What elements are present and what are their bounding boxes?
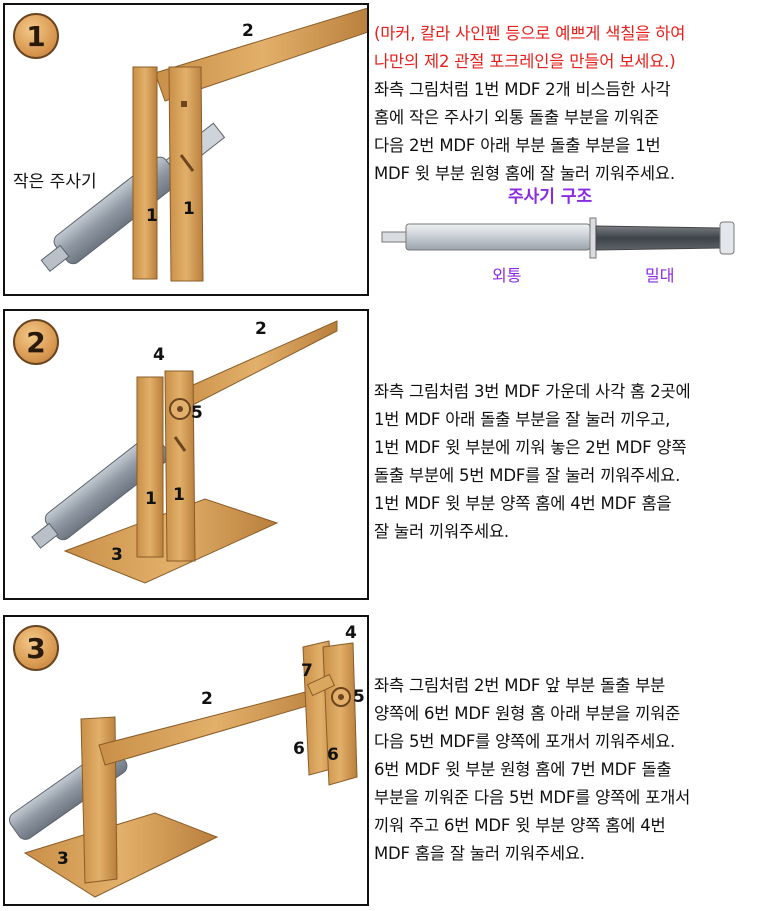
instruction-line: 다음 2번 MDF 아래 부분 돌출 부분을 1번 — [374, 136, 661, 155]
step-1-illustration-panel: 1 2 1 1 작은 주사기 — [3, 3, 369, 296]
step-2-description: 좌측 그림처럼 3번 MDF 가운데 사각 홈 2곳에 1번 MDF 아래 돌출… — [374, 378, 691, 546]
part-6-label-b: 6 — [327, 745, 339, 765]
instruction-line: MDF 홈을 잘 눌러 끼워주세요. — [374, 844, 585, 863]
part-1-label-a: 1 — [145, 489, 157, 509]
instruction-line: 6번 MDF 윗 부분 원형 홈에 7번 MDF 돌출 — [374, 760, 672, 779]
step-2-assembly-illustration — [31, 320, 338, 584]
part-5-label: 5 — [191, 403, 203, 423]
part-1-label-b: 1 — [183, 199, 195, 219]
barrel-label: 외통 — [492, 266, 522, 285]
color-tip-line-2: 나만의 제2 관절 포크레인을 만들어 보세요.) — [374, 52, 676, 71]
step-3-assembly-illustration — [8, 640, 358, 898]
instruction-line: 돌출 부분에 5번 MDF를 잘 눌러 끼워주세요. — [374, 466, 681, 485]
instruction-line: 1번 MDF 아래 돌출 부분을 잘 눌러 끼우고, — [374, 410, 671, 429]
instruction-line: 끼워 주고 6번 MDF 윗 부분 양쪽 홈에 4번 — [374, 816, 666, 835]
part-7-link — [306, 673, 336, 697]
part-1-back — [132, 66, 158, 280]
instruction-line: 좌측 그림처럼 1번 MDF 2개 비스듬한 사각 — [374, 80, 671, 99]
step-3-illustration-panel: 3 4 7 5 2 6 6 3 — [3, 615, 369, 906]
step-1-number-badge: 1 — [13, 13, 59, 59]
part-3-base — [23, 812, 219, 898]
part-2-arm — [154, 7, 367, 102]
part-1-label-b: 1 — [173, 485, 185, 505]
part-3-label: 3 — [57, 849, 69, 869]
part-5-label: 5 — [353, 687, 365, 707]
step-3: 3 4 7 5 2 6 6 3 좌측 그림처럼 2번 MDF 앞 부분 돌출 부… — [0, 612, 760, 911]
part-4-label: 4 — [345, 623, 357, 643]
syringe-structure-diagram — [381, 217, 735, 259]
step-2: 2 2 4 5 1 1 3 좌측 그림처럼 3번 MDF 가운데 사각 홈 2곳… — [0, 306, 760, 606]
part-6-label-a: 6 — [293, 739, 305, 759]
part-1-label-a: 1 — [146, 206, 158, 226]
instruction-line: MDF 윗 부분 원형 홈에 잘 눌러 끼워주세요. — [374, 164, 675, 183]
instruction-line: 양쪽에 6번 MDF 원형 홈 아래 부분을 끼워준 — [374, 704, 681, 723]
small-syringe-label: 작은 주사기 — [13, 172, 97, 192]
color-tip-line-1: (마커, 칼라 사인펜 등으로 예쁘게 색칠을 하여 — [374, 24, 686, 43]
step-2-illustration-panel: 2 2 4 5 1 1 3 — [3, 309, 369, 600]
part-1-back — [136, 376, 164, 558]
part-2-label: 2 — [242, 21, 254, 41]
instruction-line: 1번 MDF 윗 부분에 끼워 놓은 2번 MDF 양쪽 — [374, 438, 687, 457]
step-2-number-badge: 2 — [13, 319, 59, 365]
part-1-front — [164, 370, 196, 562]
part-4-label: 4 — [153, 345, 165, 365]
part-3-label: 3 — [111, 545, 123, 565]
step-1: 1 2 1 1 작은 주사기 (마커, 칼라 사인펜 등으로 예쁘게 색칠을 하… — [0, 0, 760, 300]
instruction-line: 홈에 작은 주사기 외통 돌출 부분을 끼워준 — [374, 108, 659, 127]
instruction-line: 다음 5번 MDF를 양쪽에 포개서 끼워주세요. — [374, 732, 676, 751]
instruction-line: 잘 눌러 끼워주세요. — [374, 522, 509, 541]
instruction-line: 좌측 그림처럼 3번 MDF 가운데 사각 홈 2곳에 — [374, 382, 691, 401]
instruction-line: 1번 MDF 윗 부분 양쪽 홈에 4번 MDF 홈을 — [374, 494, 672, 513]
step-1-description: (마커, 칼라 사인펜 등으로 예쁘게 색칠을 하여 나만의 제2 관절 포크레… — [374, 20, 685, 188]
part-2-label: 2 — [201, 689, 213, 709]
part-1-front — [168, 66, 204, 282]
step-1-assembly-illustration — [40, 7, 367, 282]
syringe-structure-title: 주사기 구조 — [508, 187, 593, 207]
step-3-number-badge: 3 — [13, 625, 59, 671]
instruction-line: 부분을 끼워준 다음 5번 MDF를 양쪽에 포개서 — [374, 788, 691, 807]
plunger-label: 밀대 — [645, 266, 675, 285]
part-2-label: 2 — [255, 319, 267, 339]
part-7-label: 7 — [301, 661, 313, 681]
instruction-line: 좌측 그림처럼 2번 MDF 앞 부분 돌출 부분 — [374, 676, 666, 695]
step-3-description: 좌측 그림처럼 2번 MDF 앞 부분 돌출 부분 양쪽에 6번 MDF 원형 … — [374, 672, 690, 868]
